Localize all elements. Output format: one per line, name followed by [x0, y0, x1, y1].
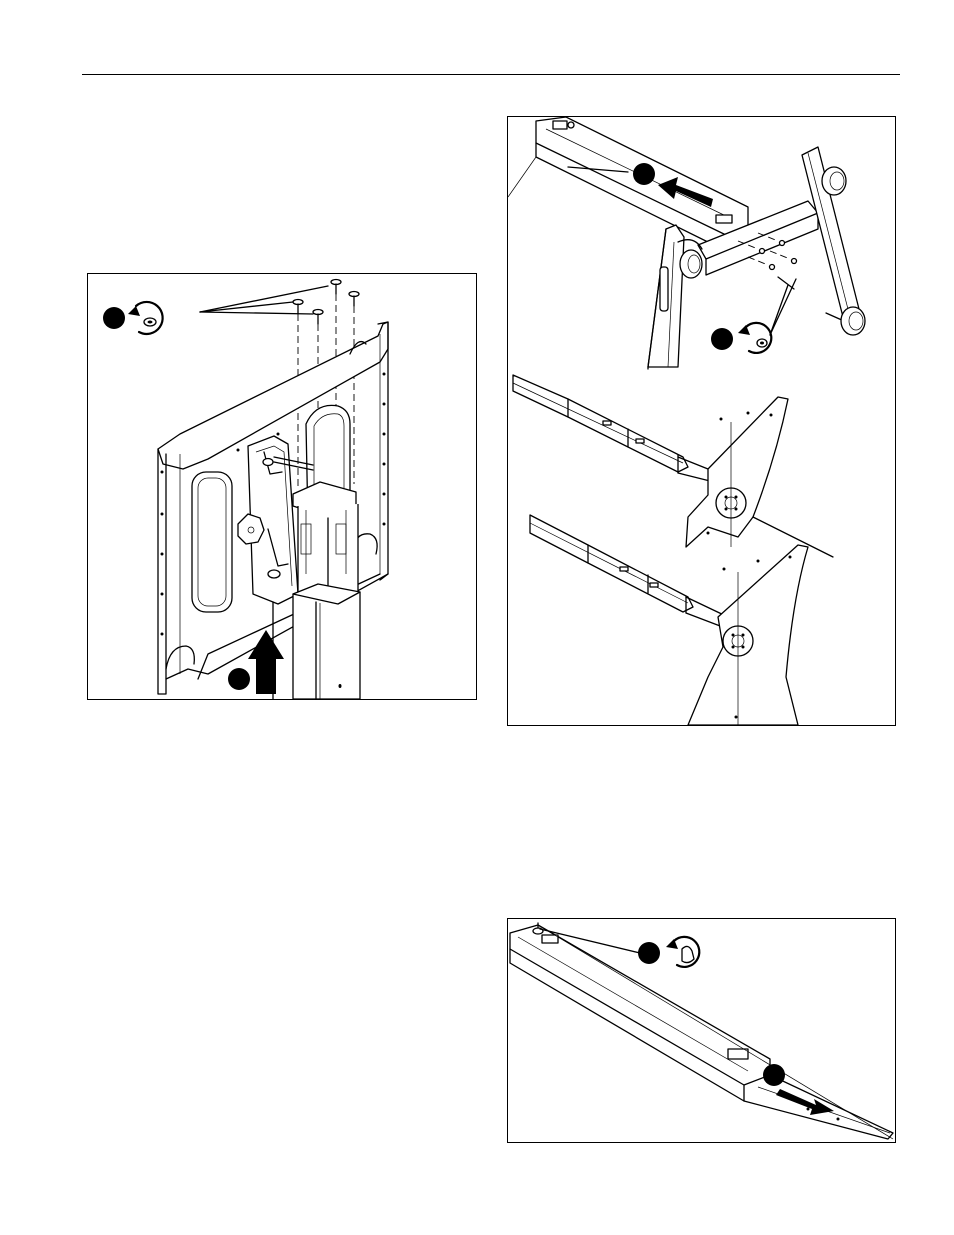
- step-marker: [763, 1064, 785, 1086]
- figure-mount-plate-install: [87, 273, 477, 700]
- foot-extension-lower: [530, 515, 808, 725]
- leader-lines: [200, 286, 328, 314]
- column-tube: [510, 923, 893, 1139]
- base-crossbar: [508, 117, 748, 247]
- column-extension-illustration: [508, 919, 895, 1142]
- mount-plate-illustration: [88, 274, 476, 699]
- figure-column-extension: [507, 918, 896, 1143]
- base-assembly-illustration: [508, 117, 895, 725]
- step-marker: [103, 307, 125, 329]
- foot-extension-upper: [513, 375, 788, 547]
- turn-by-hand-icon: [666, 937, 699, 967]
- column: [273, 584, 360, 699]
- base-foot: [648, 225, 684, 367]
- step-marker: [633, 163, 655, 185]
- step-marker: [228, 668, 250, 690]
- figure-base-leg-assembly: [507, 116, 896, 726]
- turn-counterclockwise-icon: [128, 302, 163, 334]
- upward-arrow-icon: [248, 630, 284, 694]
- step-marker: [638, 942, 660, 964]
- turn-counterclockwise-icon: [738, 323, 771, 353]
- step-marker: [711, 328, 733, 350]
- header-rule: [82, 74, 900, 75]
